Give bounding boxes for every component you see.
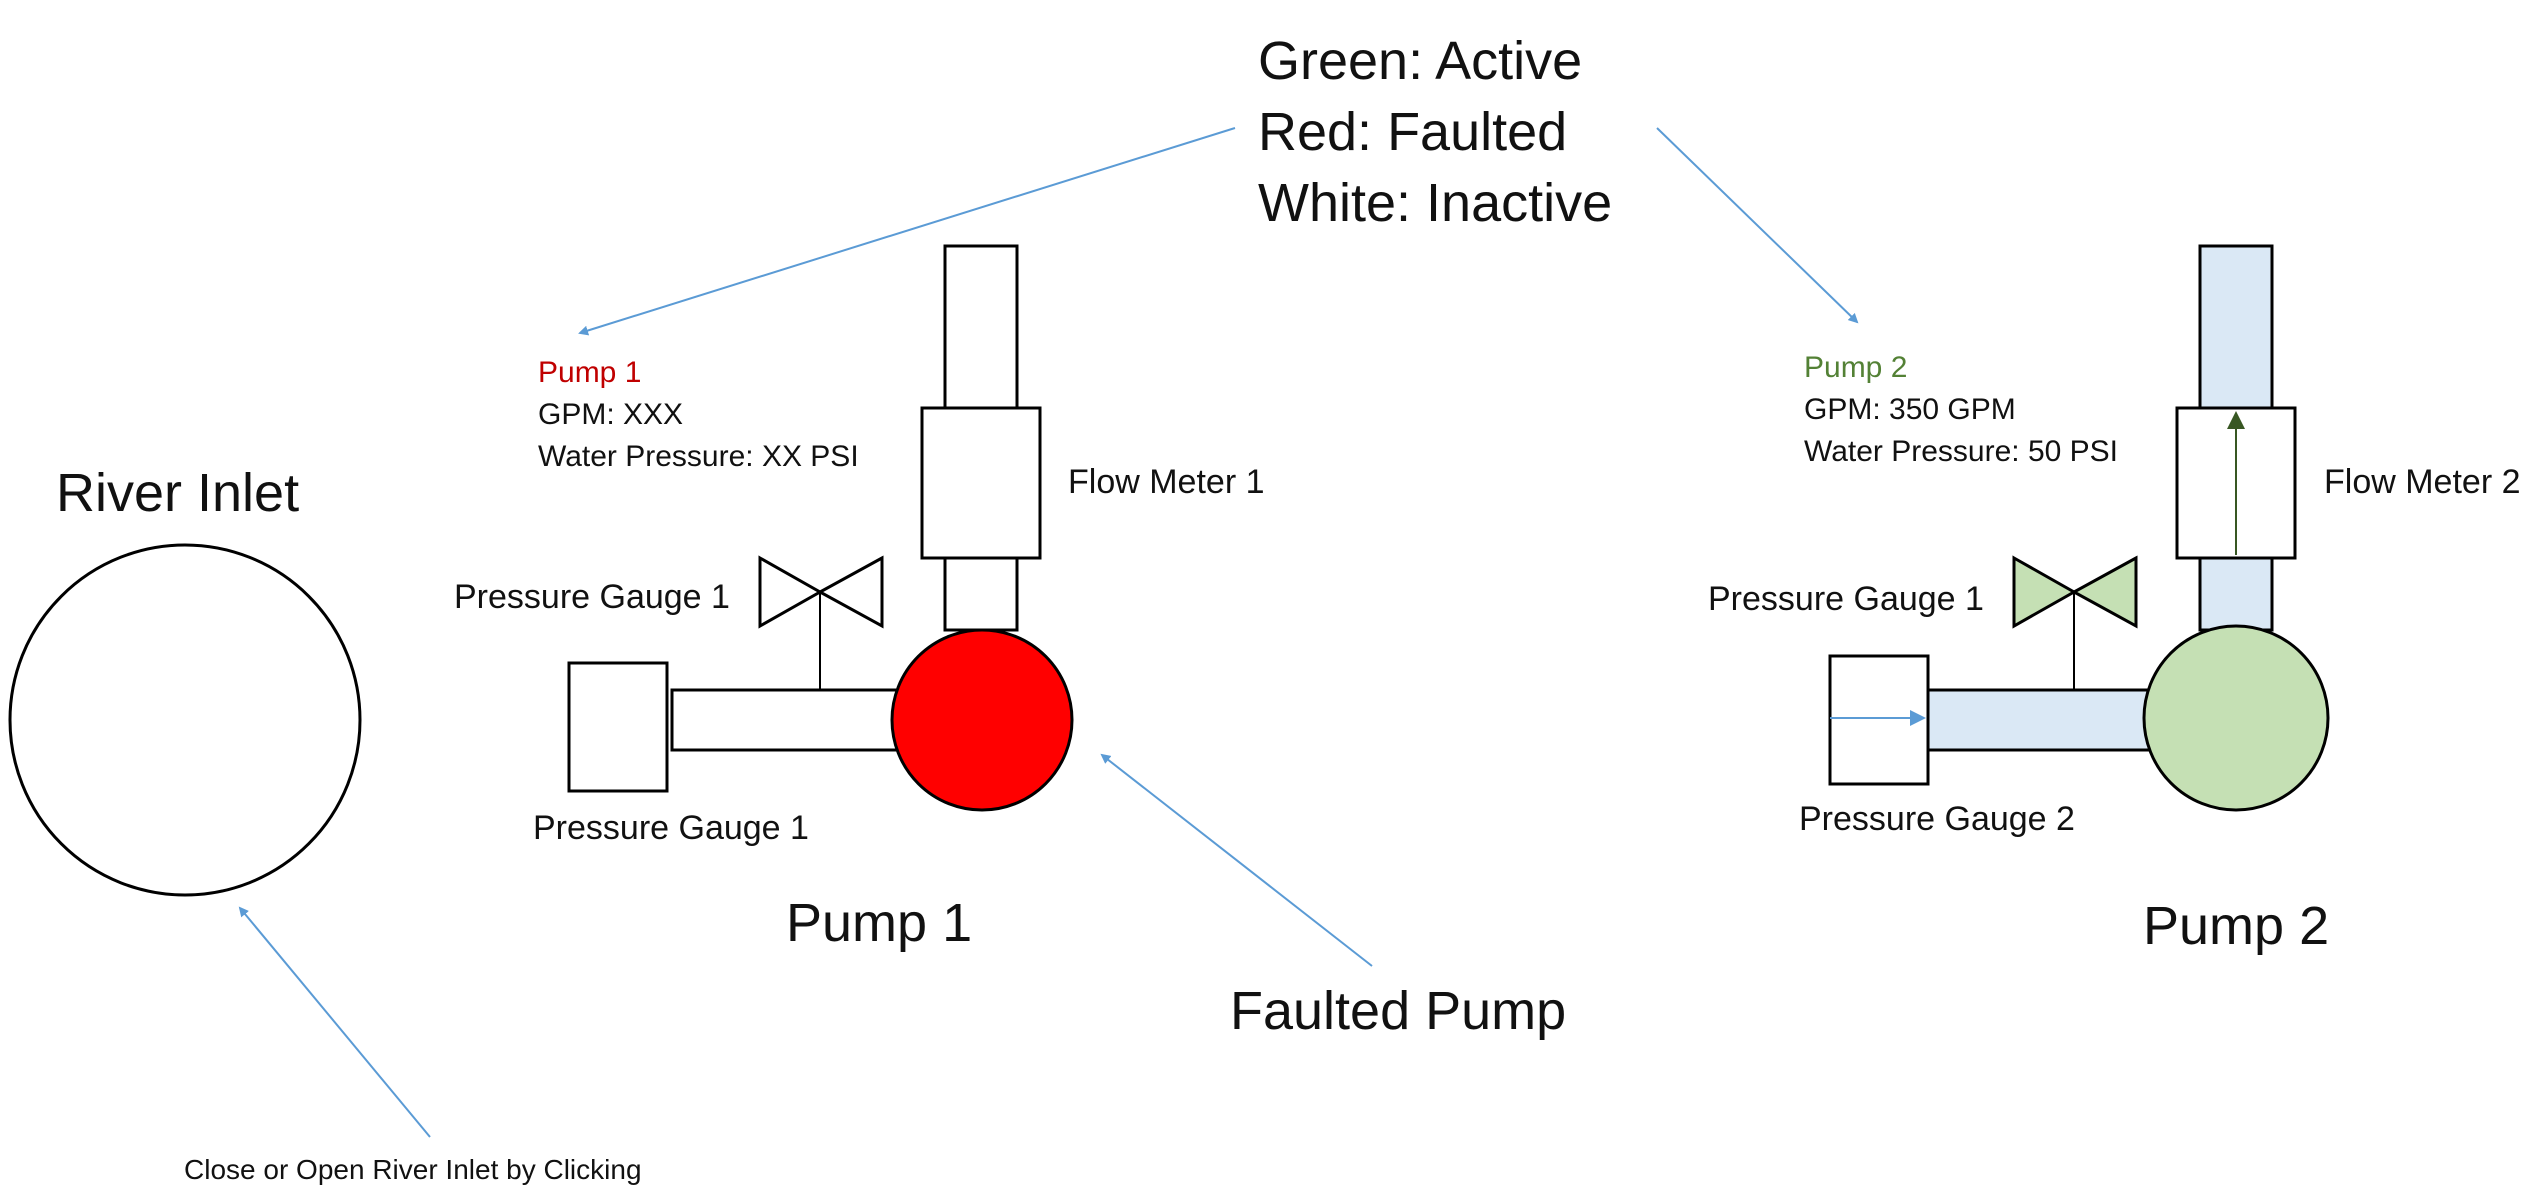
pump2-info-title: Pump 2 xyxy=(1804,351,1908,384)
status-legend: Green: Active Red: Faulted White: Inacti… xyxy=(1258,26,1612,239)
pump2-name: Pump 2 xyxy=(2143,896,2330,956)
legend-arrow-to-pump1 xyxy=(578,127,1236,336)
faulted-pump-annotation: Faulted Pump xyxy=(1230,981,1567,1041)
pump2-valve-left[interactable] xyxy=(2012,555,2078,629)
pump2-valve-right[interactable] xyxy=(2070,555,2138,629)
river-inlet-title: River Inlet xyxy=(56,463,300,523)
pump1-flow-meter[interactable] xyxy=(920,406,1042,560)
legend-arrow-to-pump2 xyxy=(1656,127,1859,324)
pump1-outlet-pipe-top xyxy=(943,244,1019,410)
pump2-info-panel: Pump 2 GPM: 350 GPM Water Pressure: 50 P… xyxy=(1804,347,2118,473)
pump1-info-title: Pump 1 xyxy=(538,356,642,389)
pump1-gpm: GPM: XXX xyxy=(538,398,684,431)
pump1-body[interactable] xyxy=(890,628,1074,812)
river-inlet-circle[interactable] xyxy=(8,543,362,897)
pump2-inlet-pipe xyxy=(1923,688,2152,752)
pump1-info-panel: Pump 1 GPM: XXX Water Pressure: XX PSI xyxy=(538,352,859,478)
pump1-name: Pump 1 xyxy=(786,893,973,953)
pump2-gauge-label: Pressure Gauge 2 xyxy=(1799,800,2075,838)
pump2-gpm: GPM: 350 GPM xyxy=(1804,393,2016,426)
pump2-outlet-pipe-top xyxy=(2198,244,2274,410)
pump1-pressure-gauge[interactable] xyxy=(567,661,669,793)
pump1-inlet-pipe xyxy=(670,688,902,752)
pump1-valve-right[interactable] xyxy=(816,555,884,629)
legend-active: Green: Active xyxy=(1258,31,1583,91)
pump2-body[interactable] xyxy=(2142,624,2330,812)
river-inlet-hint: Close or Open River Inlet by Clicking xyxy=(184,1154,642,1185)
pump2-valve-label: Pressure Gauge 1 xyxy=(1708,580,1984,618)
pump1-pressure: Water Pressure: XX PSI xyxy=(538,440,859,473)
pump1-gauge-label: Pressure Gauge 1 xyxy=(533,809,809,847)
pump1-valve-left[interactable] xyxy=(758,555,824,629)
legend-inactive: White: Inactive xyxy=(1258,173,1613,233)
pump1-valve-label: Pressure Gauge 1 xyxy=(454,578,730,616)
pump1-outlet-pipe-bottom xyxy=(943,556,1019,632)
pump1-flow-meter-label: Flow Meter 1 xyxy=(1068,463,1265,501)
pump2-outlet-pipe-bottom xyxy=(2198,556,2274,632)
faulted-pump-arrow xyxy=(1100,753,1373,967)
river-inlet-hint-arrow xyxy=(238,906,431,1138)
pump2-pressure: Water Pressure: 50 PSI xyxy=(1804,435,2119,468)
pump2-flow-meter-label: Flow Meter 2 xyxy=(2324,463,2521,501)
legend-faulted: Red: Faulted xyxy=(1258,102,1568,162)
pump2-pressure-gauge[interactable] xyxy=(1828,654,1930,786)
